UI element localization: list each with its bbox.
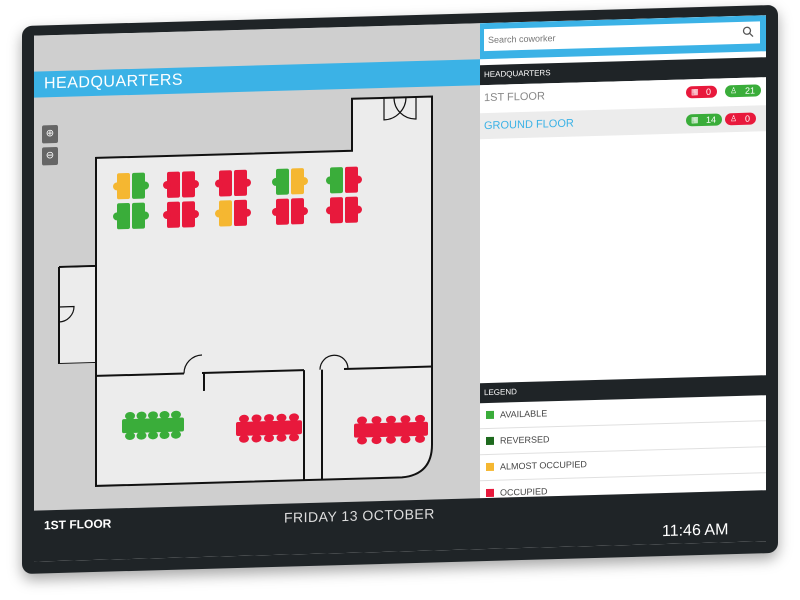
left-wing-floor [60,266,95,363]
legend-swatch [486,410,494,420]
desk[interactable] [291,168,308,195]
conference-table[interactable] [236,413,302,443]
desk[interactable] [272,198,289,225]
floor-plan [58,95,433,487]
zoom-out-button[interactable]: ⊖ [42,146,58,166]
desk-icon: ▦ [691,115,699,125]
desk-icon: ▦ [691,87,699,97]
chair-icon: ♙ [730,114,738,124]
desk[interactable] [234,199,251,227]
desk[interactable] [182,171,199,198]
legend-label: REVERSED [500,434,550,446]
desks-count: 0 [706,86,712,97]
desk[interactable] [215,170,232,197]
corridor-wall [96,365,432,377]
date-label: FRIDAY 13 OCTOBER [284,505,435,526]
legend-label: ALMOST OCCUPIED [500,459,587,472]
desk[interactable] [291,198,308,225]
desk[interactable] [345,196,362,223]
chairs-badge: ♙0 [725,112,757,126]
conference-table[interactable] [354,414,428,445]
desk[interactable] [132,202,149,229]
conference-table[interactable] [122,410,184,440]
desk[interactable] [163,171,180,198]
screen: HEADQUARTERS ⊕ ⊖ HEADQUARTERS 1ST FLOOR … [34,15,766,562]
door-top-left [383,97,407,121]
legend-label: AVAILABLE [500,408,548,420]
door-double [319,354,349,370]
search-input[interactable] [484,21,760,52]
desk[interactable] [345,166,362,193]
chairs-count: 0 [745,113,751,124]
desks-count: 14 [706,114,717,125]
desk[interactable] [326,167,343,194]
desk[interactable] [272,168,289,195]
chair-icon: ♙ [730,86,738,96]
chairs-badge: ♙ 21 [725,84,762,98]
legend-swatch [486,436,494,446]
side-panel: HEADQUARTERS 1ST FLOOR ▦0 ♙21 GROUND FLO… [480,15,766,508]
map-area[interactable]: HEADQUARTERS ⊕ ⊖ [34,23,480,511]
current-floor-label: 1ST FLOOR [44,516,112,533]
floor-item-ground-floor[interactable]: GROUND FLOOR ▦14 ♙0 [480,105,766,140]
desk[interactable] [234,169,251,197]
desks-badge: ▦ 14 [686,113,723,127]
conference-tables [122,410,428,445]
display-bezel: HEADQUARTERS ⊕ ⊖ HEADQUARTERS 1ST FLOOR … [22,4,778,575]
search-bar [480,15,766,60]
legend-swatch [486,462,494,472]
door-left [58,305,75,323]
room-divider [203,370,305,481]
floor-name: 1ST FLOOR [484,90,545,105]
desk[interactable] [215,200,232,227]
search-icon[interactable] [742,26,754,38]
desk[interactable] [132,172,149,199]
desk[interactable] [113,173,130,200]
desks-badge: ▦0 [686,85,718,99]
chairs-count: 21 [745,85,756,96]
desk[interactable] [163,201,180,228]
door-top-right [393,96,417,120]
clock: 11:46 AM [662,521,729,541]
floor-name: GROUND FLOOR [484,117,574,133]
zoom-in-button[interactable]: ⊕ [42,124,58,144]
desk[interactable] [182,201,199,228]
legend-swatch [486,488,494,498]
desk-clusters [113,166,362,230]
desk[interactable] [113,203,130,230]
desk[interactable] [326,197,343,224]
door-corridor [183,354,203,374]
